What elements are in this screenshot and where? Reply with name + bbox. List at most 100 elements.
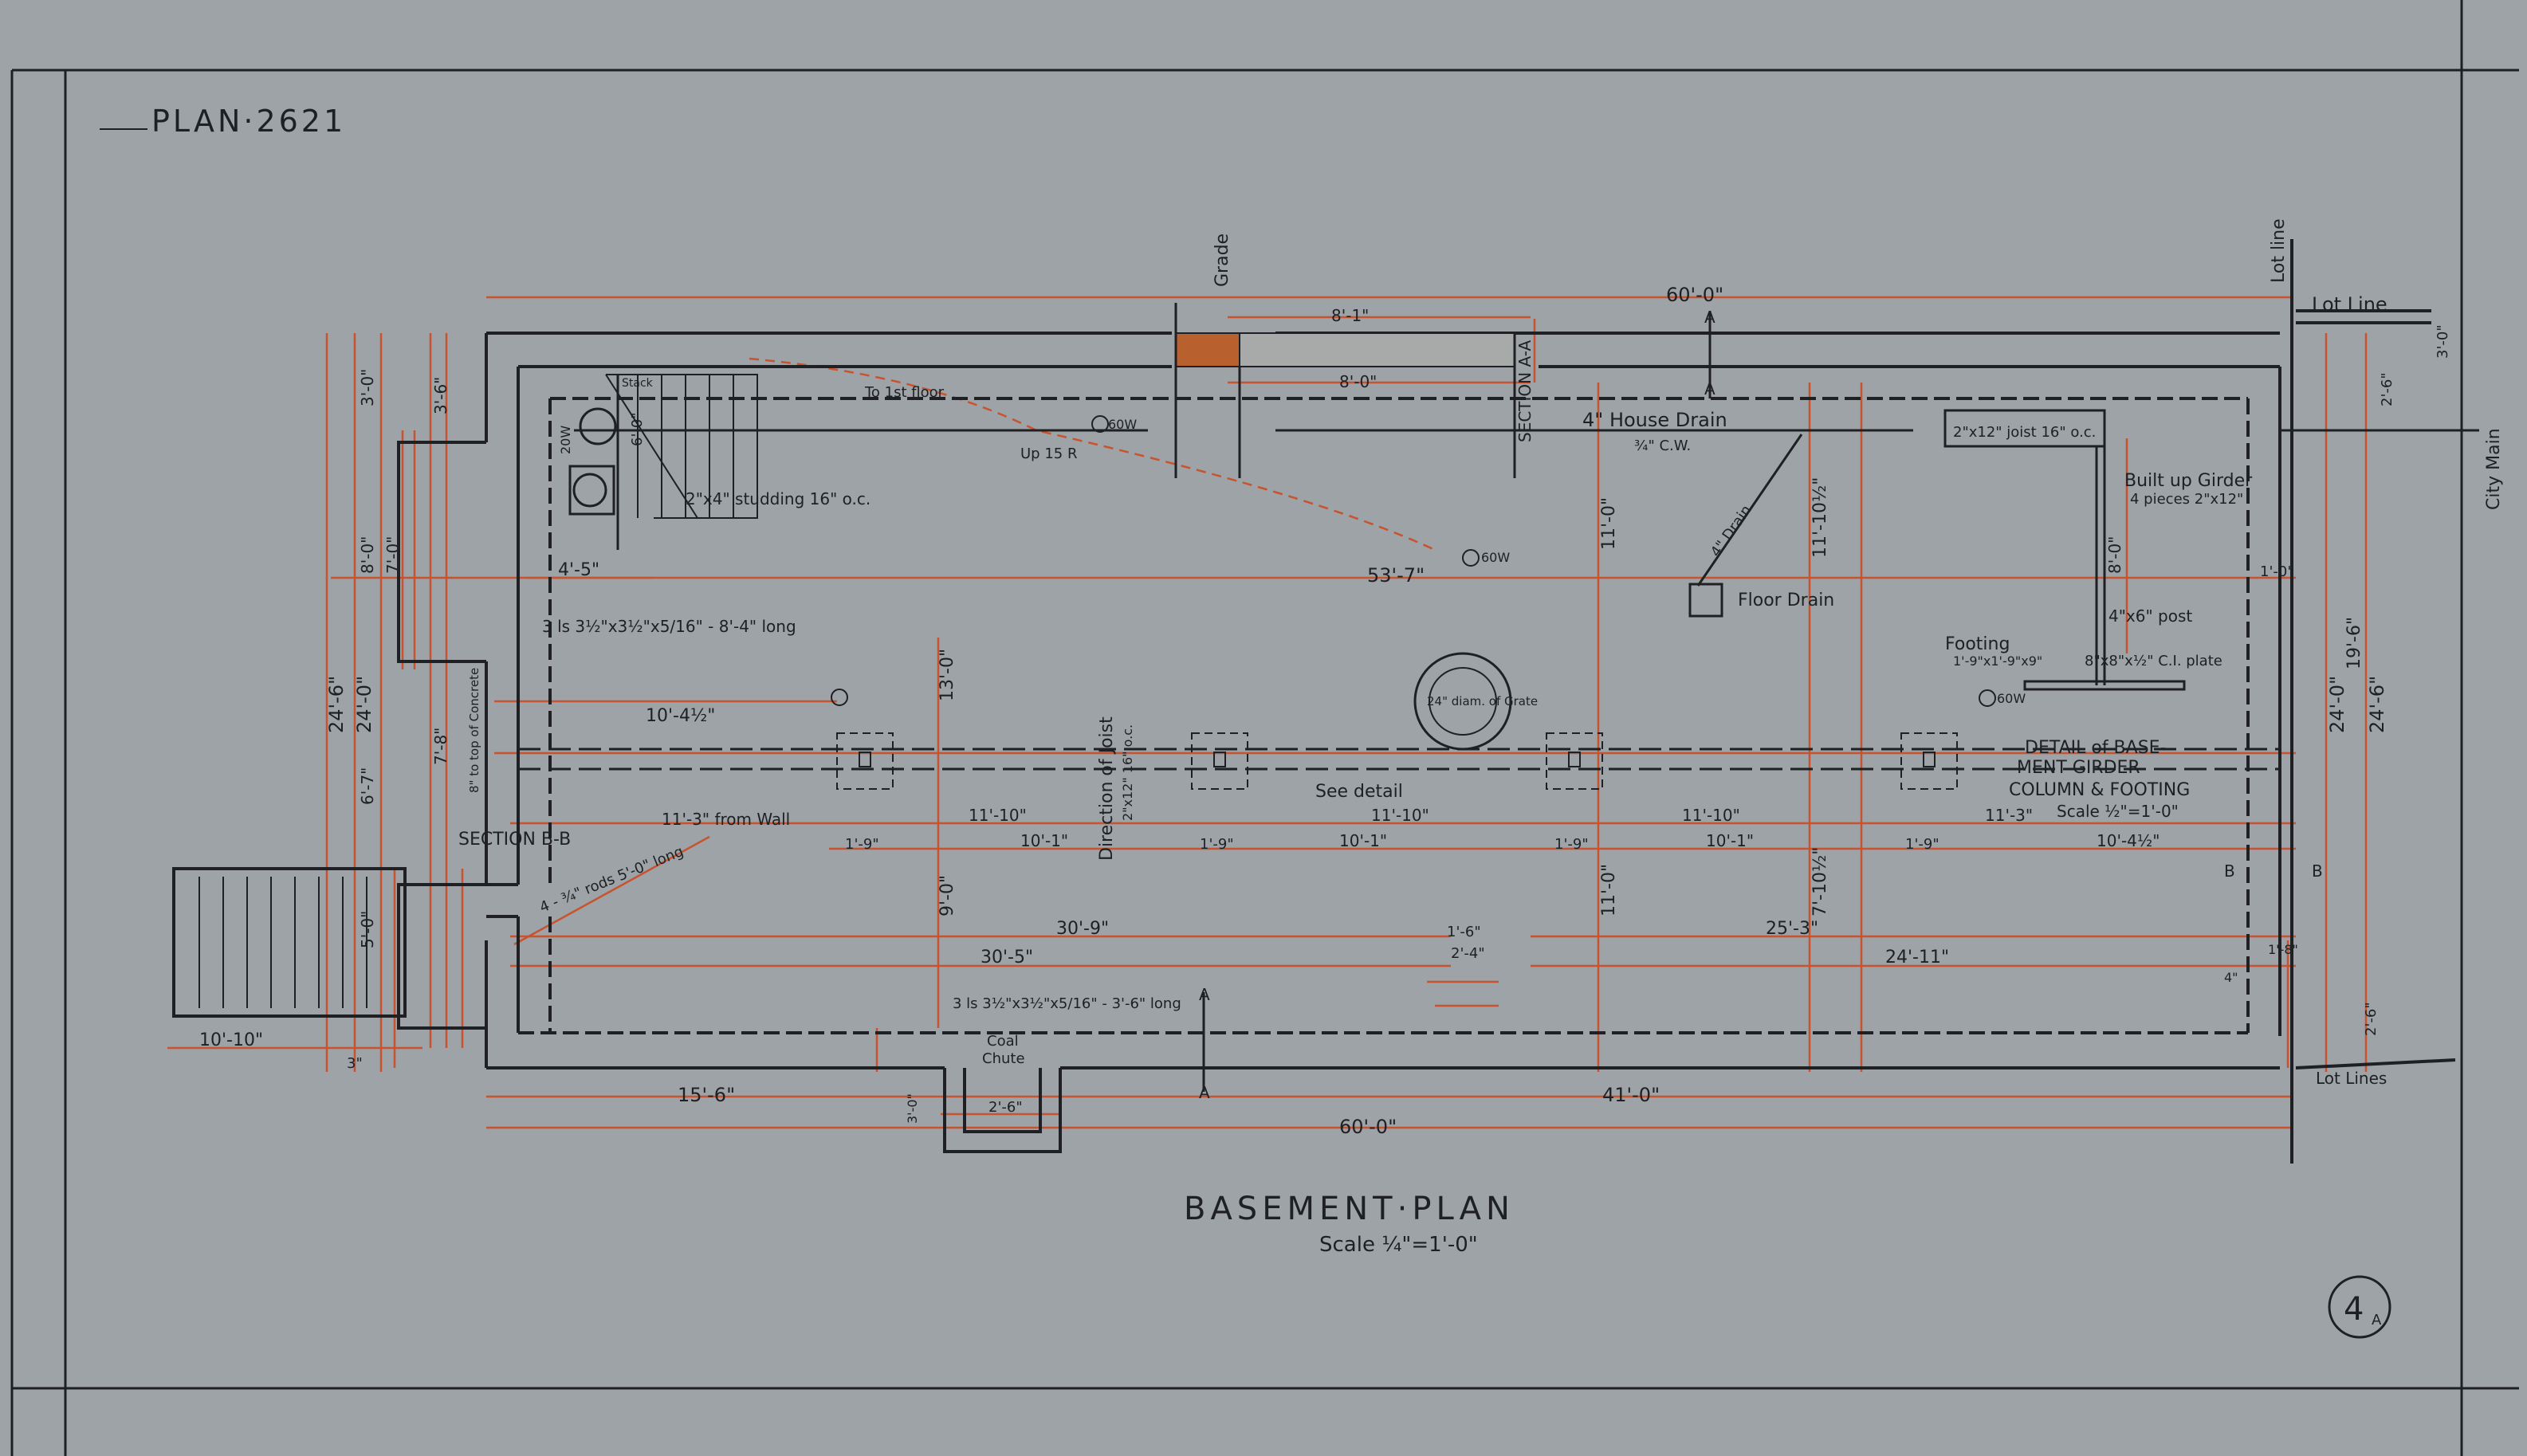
dim-10-4h: 10'-4½" bbox=[646, 706, 715, 726]
grade-label: Grade bbox=[1212, 234, 1232, 287]
areaway-stair bbox=[198, 877, 367, 1008]
dim-2-6: 2'-6" bbox=[988, 1099, 1023, 1116]
dim-1-9-d: 1'-9" bbox=[1905, 836, 1939, 853]
b-marker-right: B bbox=[2224, 861, 2235, 881]
coal-chute-label-1: Coal bbox=[987, 1033, 1019, 1050]
dim-24-6-r: 24'-6" bbox=[2366, 676, 2388, 733]
dim-1-0: 1'-0" bbox=[2260, 563, 2294, 580]
to-first-floor-label: To 1st floor bbox=[864, 384, 945, 401]
dim-1-8: 1'-8" bbox=[2268, 942, 2298, 957]
dim-1-6: 1'-6" bbox=[1447, 924, 1481, 940]
b-marker-far: B bbox=[2312, 861, 2323, 881]
section-aa-label: SECTION A-A bbox=[1515, 340, 1535, 442]
dim-3-0: 3'-0" bbox=[358, 369, 377, 406]
direction-of-joist-label: Direction of Joist bbox=[1097, 716, 1117, 861]
a-marker-top: A bbox=[1704, 308, 1715, 327]
dim-7-10h: 7'-10½" bbox=[1810, 847, 1830, 916]
floor-drain-icon bbox=[1688, 583, 1723, 618]
dim-9-0: 9'-0" bbox=[937, 875, 957, 916]
from-wall-label: 11'-3" from Wall bbox=[662, 810, 790, 829]
detail-title-3: COLUMN & FOOTING bbox=[2009, 780, 2190, 800]
section-cut-a bbox=[1202, 311, 1712, 1092]
interior-stair bbox=[605, 374, 758, 519]
dim-15-6: 15'-6" bbox=[678, 1084, 735, 1106]
house-drain bbox=[574, 429, 2479, 587]
dim-11-10-c: 11'-10" bbox=[1682, 806, 1740, 825]
dim-7-8: 7'-8" bbox=[431, 728, 450, 765]
dim-2-4: 2'-4" bbox=[1451, 945, 1485, 962]
built-up-girder-label: Built up Girder bbox=[2124, 471, 2253, 491]
dim-7-0: 7'-0" bbox=[383, 536, 403, 574]
floor-drain-label: Floor Drain bbox=[1738, 591, 1834, 610]
dim-8-1: 8'-1" bbox=[1331, 306, 1369, 325]
stack-label: Stack bbox=[622, 377, 654, 390]
dim-3-0-c: 3'-0" bbox=[905, 1093, 920, 1124]
toilet-fixtures bbox=[568, 375, 619, 550]
grade-block bbox=[1174, 303, 1516, 478]
dim-overall-bottom: 60'-0" bbox=[1339, 1116, 1397, 1138]
dim-53-7: 53'-7" bbox=[1367, 564, 1425, 587]
dim-6-0: 6'-0" bbox=[629, 412, 646, 446]
dim-6-7: 6'-7" bbox=[358, 767, 377, 805]
sheet-number-circle bbox=[2328, 1275, 2391, 1339]
dim-3: 3" bbox=[347, 1055, 363, 1072]
dimension-labels: 60'-0" 60'-0" 8'-1" 8'-0" 53'-7" 4'-5" 1… bbox=[199, 284, 2451, 1138]
dim-19-6: 19'-6" bbox=[2344, 617, 2364, 669]
hw-marker-3: 60W bbox=[1997, 691, 2026, 706]
dim-4: 4" bbox=[2224, 970, 2238, 985]
dim-25-3: 25'-3" bbox=[1766, 919, 1818, 939]
dim-overall-top: 60'-0" bbox=[1666, 284, 1723, 306]
column-footings bbox=[836, 732, 1958, 790]
dim-10-1-c: 10'-1" bbox=[1706, 831, 1754, 850]
section-bb-label: SECTION B-B bbox=[458, 830, 571, 850]
dim-8-0: 8'-0" bbox=[1339, 372, 1377, 391]
dim-10-4h-b: 10'-4½" bbox=[2097, 831, 2160, 850]
lot-line-vertical-label: Lot line bbox=[2269, 218, 2289, 283]
dim-24-6-l: 24'-6" bbox=[325, 676, 348, 733]
column-posts bbox=[859, 752, 1936, 767]
lot-line-top-label: Lot Line bbox=[2312, 293, 2387, 316]
post-label: 4"x6" post bbox=[2108, 606, 2192, 626]
joist-size-label: 2"x12" 16" o.c. bbox=[1120, 724, 1135, 821]
hw-marker-2: 60W bbox=[1481, 550, 1510, 565]
see-detail-label: See detail bbox=[1315, 782, 1403, 802]
annotation-labels: BASEMENT·PLAN Scale ¼"=1'-0" 4 A Lot Lin… bbox=[458, 218, 2504, 1328]
dim-10-1-b: 10'-1" bbox=[1339, 831, 1387, 850]
plan-number: PLAN·2621 bbox=[151, 104, 346, 139]
dim-2-6-c: 2'-6" bbox=[2363, 1002, 2380, 1036]
sheet-border bbox=[10, 0, 2519, 1456]
joist-label: 2"x12" joist 16" o.c. bbox=[1953, 424, 2096, 441]
coal-chute-label-2: Chute bbox=[982, 1050, 1025, 1067]
dim-4-5: 4'-5" bbox=[558, 560, 599, 580]
girder-post bbox=[1943, 409, 2186, 691]
cw-label: ¾" C.W. bbox=[1634, 438, 1691, 454]
dim-11-0-b: 11'-0" bbox=[1599, 864, 1619, 916]
dim-1-9-b: 1'-9" bbox=[1200, 836, 1234, 853]
girder-pieces-label: 4 pieces 2"x12" bbox=[2130, 491, 2243, 508]
drawing-title: BASEMENT·PLAN bbox=[1184, 1191, 1515, 1227]
dim-11-10-b: 11'-10" bbox=[1371, 806, 1429, 825]
girder-line bbox=[518, 748, 2280, 771]
dim-11-0-a: 11'-0" bbox=[1599, 497, 1619, 550]
dim-8-0v: 8'-0" bbox=[2105, 536, 2124, 574]
detail-scale-label: Scale ½"=1'-0" bbox=[2057, 802, 2179, 821]
dim-24-0-r: 24'-0" bbox=[2326, 676, 2348, 733]
dim-24-11: 24'-11" bbox=[1885, 948, 1949, 967]
rod-long-label: 3 ls 3½"x3½"x5/16" - 8'-4" long bbox=[542, 617, 796, 636]
city-main-label: City Main bbox=[2484, 428, 2504, 510]
dim-11-10h: 11'-10½" bbox=[1810, 477, 1830, 558]
sheet-suffix: A bbox=[2372, 1312, 2382, 1328]
tank-label: 20W bbox=[558, 426, 573, 454]
dim-30-5: 30'-5" bbox=[981, 948, 1033, 967]
a-marker-bottom-2: A bbox=[1199, 1083, 1210, 1102]
dim-3-0-r: 3'-0" bbox=[2435, 324, 2451, 359]
dim-1-9-a: 1'-9" bbox=[845, 836, 879, 853]
valve-markers bbox=[831, 415, 1996, 707]
sheet-number: 4 bbox=[2344, 1291, 2364, 1328]
detail-title-1: DETAIL of BASE- bbox=[2025, 738, 2167, 758]
dim-10-10: 10'-10" bbox=[199, 1030, 263, 1050]
rod-short-label: 3 ls 3½"x3½"x5/16" - 3'-6" long bbox=[953, 995, 1181, 1012]
to-top-of-concrete-label: 8" to top of Concrete bbox=[467, 668, 481, 793]
house-drain-label: 4" House Drain bbox=[1582, 409, 1727, 431]
